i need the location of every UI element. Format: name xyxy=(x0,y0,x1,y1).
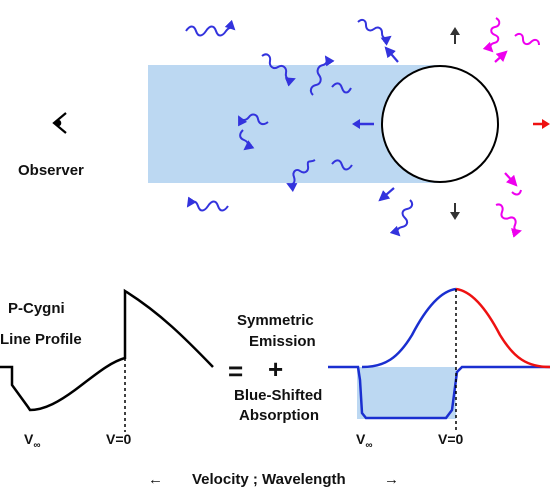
p-cygni-profile-curve xyxy=(0,288,214,412)
arrow-icon xyxy=(352,119,374,129)
absorption-label-line1: Blue-Shifted xyxy=(234,387,322,404)
arrow-icon xyxy=(533,119,550,129)
v-zero-label: V=0 xyxy=(106,431,132,447)
photon-icon xyxy=(238,113,269,127)
observer-label: Observer xyxy=(18,162,84,179)
photon-icon xyxy=(331,159,353,171)
v-infinity-label: V∞ xyxy=(24,431,40,451)
photon-icon xyxy=(186,196,229,212)
arrow-icon xyxy=(504,172,518,187)
arrow-icon xyxy=(384,46,399,63)
absorption-fill xyxy=(357,367,456,419)
arrow-icon xyxy=(494,50,508,63)
photon-icon xyxy=(185,19,236,37)
eye-icon xyxy=(52,112,67,134)
equals-sign: = xyxy=(228,356,243,386)
photon-icon xyxy=(482,17,501,53)
photon-icon xyxy=(357,18,392,46)
v-infinity-label: V∞ xyxy=(356,431,372,451)
photon-icon xyxy=(239,129,255,151)
photon-icon xyxy=(286,159,316,193)
photon-icon xyxy=(511,189,522,196)
photon-icon xyxy=(309,55,335,96)
emission-label-line2: Emission xyxy=(249,333,316,350)
emission-curve-red xyxy=(455,287,550,369)
photon-icon xyxy=(389,199,414,237)
arrow-icon xyxy=(450,203,460,220)
photon-icon xyxy=(331,82,352,94)
left-arrow: ← xyxy=(148,471,163,488)
axis-caption: Velocity ; Wavelength xyxy=(192,471,346,488)
photon-icon xyxy=(261,53,296,87)
arrow-icon xyxy=(378,187,395,202)
right-arrow: → xyxy=(384,471,399,488)
arrow-icon xyxy=(450,27,460,44)
absorption-curve xyxy=(328,365,550,420)
plus-sign: + xyxy=(268,354,283,384)
profile-label-line2: Line Profile xyxy=(0,331,82,348)
profile-label-line1: P-Cygni xyxy=(8,300,65,317)
absorption-label-line2: Absorption xyxy=(239,407,319,424)
v-zero-label: V=0 xyxy=(438,431,464,447)
photon-icon xyxy=(495,203,522,238)
emission-label-line1: Symmetric xyxy=(237,312,314,329)
emission-curve-blue xyxy=(361,287,457,369)
star-icon xyxy=(381,65,499,183)
photon-icon xyxy=(514,32,540,46)
